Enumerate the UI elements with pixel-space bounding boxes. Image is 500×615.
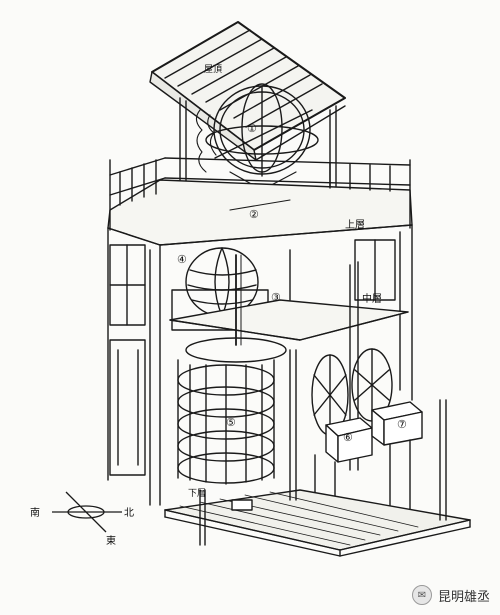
middle-floor-label: 中層	[362, 292, 382, 305]
roof	[149, 21, 346, 161]
armillary-sphere	[205, 83, 319, 191]
component-number-7: ⑦	[397, 418, 407, 431]
wechat-icon: ✉	[411, 585, 432, 605]
component-number-1: ①	[247, 122, 257, 135]
water-wheel	[311, 348, 393, 436]
driving-wheel	[177, 254, 287, 485]
compass: 南 北 東	[30, 491, 134, 547]
component-number-4: ④	[177, 253, 187, 266]
upper-floor-label: 上層	[345, 219, 365, 231]
upper-platform	[107, 157, 413, 246]
compass-east-label: 東	[106, 534, 116, 547]
lower-floor-label: 下層	[188, 488, 206, 499]
tower-frame	[107, 224, 413, 506]
roof-label: 屋頂	[204, 64, 222, 75]
component-number-5: ⑤	[226, 416, 236, 429]
watermark: ✉ 昆明雄丞	[411, 585, 490, 605]
compass-south-label: 南	[30, 506, 40, 519]
component-number-6: ⑥	[343, 431, 353, 444]
component-number-3: ③	[271, 291, 281, 304]
compass-north-label: 北	[124, 507, 134, 519]
water-tanks	[314, 401, 423, 523]
watermark-text: 昆明雄丞	[437, 589, 490, 605]
component-number-2: ②	[249, 208, 259, 221]
ground-floor	[164, 349, 471, 557]
